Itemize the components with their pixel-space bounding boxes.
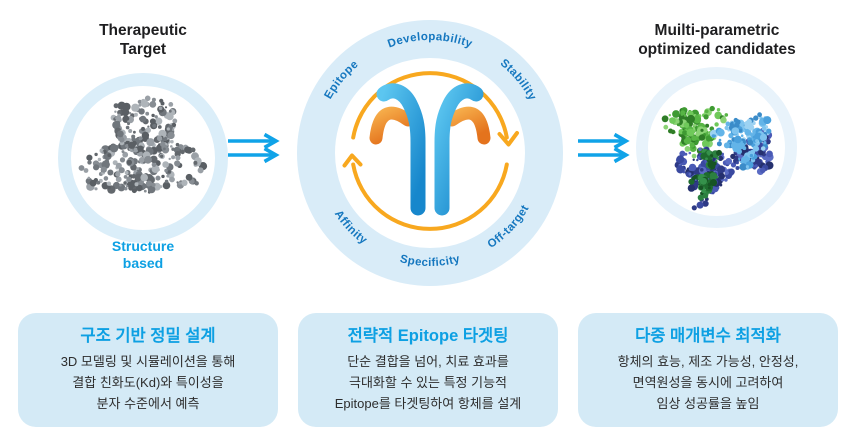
antibody-heavy-chain-left	[376, 83, 426, 216]
antibody-light-chain-left	[369, 106, 415, 145]
card-structure-based-design: 구조 기반 정밀 설계 3D 모델링 및 시뮬레이션을 통해 결합 친화도(Kd…	[18, 313, 278, 427]
double-arrow-right-icon	[228, 132, 280, 164]
optimization-cycle-hub: Epitope Developability Stability Affinit…	[297, 20, 563, 286]
antibody-heavy-chain-right	[434, 83, 484, 216]
right-title: Muilti-parametric optimized candidates	[592, 21, 842, 59]
card-body-line: 분자 수준에서 예측	[96, 396, 200, 411]
left-caption-line1: Structure	[111, 238, 175, 254]
hub-label-specificity: Specificity	[399, 253, 461, 269]
card-body-line: 면역원성을 동시에 고려하여	[632, 375, 784, 390]
antibody-light-chain-right	[445, 106, 491, 145]
left-title-line2: Target	[119, 41, 167, 58]
double-arrow-right-icon	[578, 132, 630, 164]
hub-labels: Epitope Developability Stability Affinit…	[323, 31, 538, 269]
card-body: 항체의 효능, 제조 가능성, 안정성, 면역원성을 동시에 고려하여 임상 성…	[618, 351, 799, 414]
candidates-circle	[636, 67, 797, 228]
card-title: 전략적 Epitope 타겟팅	[347, 327, 509, 345]
hub-ring	[297, 20, 563, 286]
card-strategic-epitope-targeting: 전략적 Epitope 타겟팅 단순 결합을 넘어, 치료 효과를 극대화할 수…	[298, 313, 558, 427]
card-body-line: Epitope를 타겟팅하여 항체를 설계	[334, 396, 522, 411]
card-body-line: 3D 모델링 및 시뮬레이션을 통해	[60, 354, 236, 369]
right-title-line2: optimized candidates	[638, 41, 796, 58]
card-title: 구조 기반 정밀 설계	[80, 327, 216, 345]
svg-text:Specificity: Specificity	[399, 253, 462, 269]
cycle-arrows-icon	[342, 71, 519, 231]
target-circle	[58, 73, 228, 243]
card-body-line: 단순 결합을 넘어, 치료 효과를	[347, 354, 509, 369]
card-body-line: 극대화할 수 있는 특정 기능적	[349, 375, 507, 390]
left-title: Therapeutic Target	[53, 21, 233, 59]
card-body: 단순 결합을 넘어, 치료 효과를 극대화할 수 있는 특정 기능적 Epito…	[335, 351, 522, 414]
card-multi-parametric-optimization: 다중 매개변수 최적화 항체의 효능, 제조 가능성, 안정성, 면역원성을 동…	[578, 313, 838, 427]
card-body-line: 항체의 효능, 제조 가능성, 안정성,	[617, 354, 799, 369]
left-caption: Structure based	[53, 238, 233, 272]
card-body-line: 결합 친화도(Kd)와 특이성을	[72, 375, 224, 390]
card-body-line: 임상 성공률을 높임	[656, 396, 760, 411]
card-title: 다중 매개변수 최적화	[635, 327, 781, 345]
left-title-line1: Therapeutic	[99, 22, 187, 39]
info-cards: 구조 기반 정밀 설계 3D 모델링 및 시뮬레이션을 통해 결합 친화도(Kd…	[18, 313, 838, 427]
left-caption-line2: based	[122, 255, 164, 271]
protein-structure-icon	[78, 95, 208, 194]
right-title-line1: Muilti-parametric	[654, 22, 780, 39]
optimized-antibody-cluster-icon	[661, 105, 774, 211]
card-body: 3D 모델링 및 시뮬레이션을 통해 결합 친화도(Kd)와 특이성을 분자 수…	[61, 351, 236, 414]
antibody-icon	[369, 83, 491, 216]
